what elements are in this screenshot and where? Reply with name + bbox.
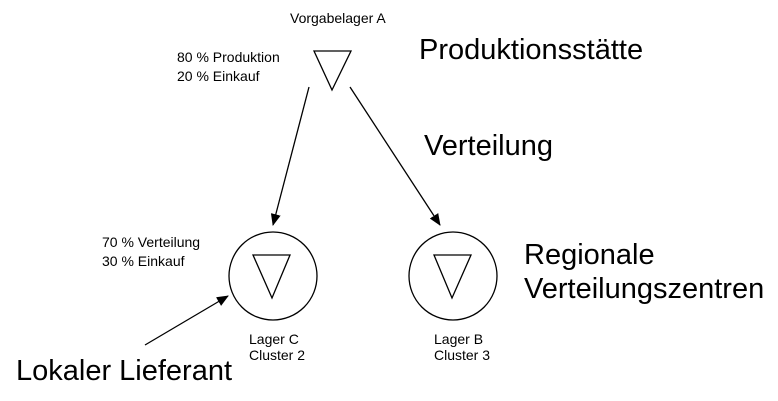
distribution-label: Verteilung [424, 130, 553, 162]
source-warehouse-triangle-icon [312, 50, 353, 92]
arrow-local-supplier-to-warehouse-c [144, 295, 229, 346]
source-purchase-share: 20 % Einkauf [177, 68, 260, 84]
regional-centers-label-line2: Verteilungszentren [524, 273, 764, 305]
source-production-share: 80 % Produktion [177, 49, 280, 65]
warehouse-c-purchase-share: 30 % Einkauf [102, 253, 185, 269]
production-site-label: Produktionsstätte [419, 34, 643, 66]
arrow-source-to-warehouse-c [270, 86, 310, 226]
warehouse-c-distribution-share: 70 % Verteilung [102, 234, 200, 250]
regional-centers-label-line1: Regionale [524, 239, 655, 271]
warehouse-c-triangle-icon [252, 254, 291, 300]
warehouse-b-triangle-icon [433, 254, 472, 300]
warehouse-c-name: Lager C [249, 331, 299, 347]
warehouse-b-circle [408, 231, 498, 321]
warehouse-b-cluster: Cluster 3 [434, 347, 490, 363]
warehouse-b-name: Lager B [434, 331, 483, 347]
warehouse-c-cluster: Cluster 2 [249, 347, 305, 363]
arrow-source-to-warehouse-b [349, 86, 441, 226]
warehouse-c-circle [228, 231, 318, 321]
local-supplier-label: Lokaler Lieferant [16, 355, 232, 387]
source-warehouse-label: Vorgabelager A [290, 10, 386, 26]
